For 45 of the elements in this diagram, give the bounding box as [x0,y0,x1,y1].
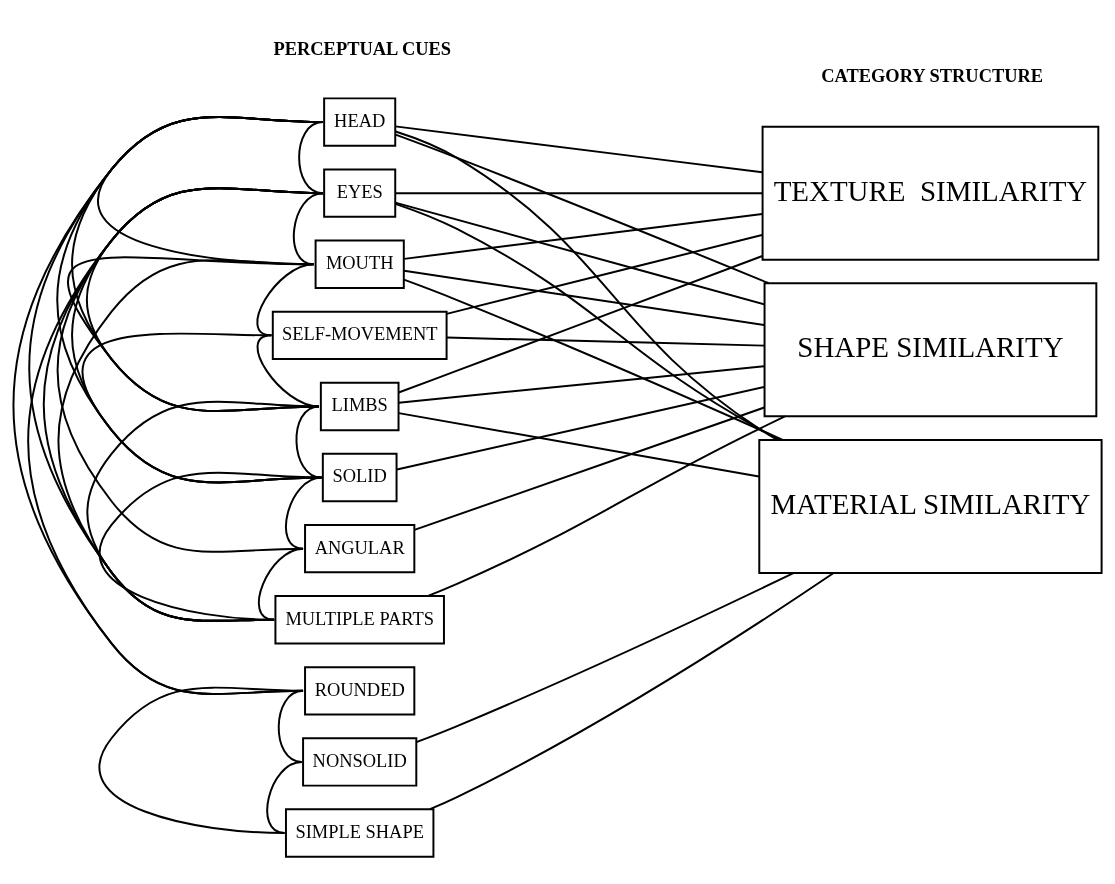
node-box: NONSOLID [302,737,418,787]
node-box: TEXTURE SIMILARITY [761,125,1100,261]
node-box: MATERIAL SIMILARITY [758,439,1103,574]
connector [397,365,766,404]
connector [266,760,303,834]
node-box: EYES [323,168,397,218]
node-box: MOUTH [314,239,405,289]
node-box: SIMPLE SHAPE [284,808,435,858]
node-box: MULTIPLE PARTS [274,595,445,645]
node-box: SOLID [321,452,398,503]
node-box: ROUNDED [304,666,416,716]
connector [403,213,764,260]
connector [394,133,770,285]
connector [396,385,766,471]
connector [394,130,779,441]
connector [397,412,760,478]
label: CATEGORY STRUCTURE [821,66,1044,87]
label: PERCEPTUAL CUES [273,38,452,59]
connector [415,572,795,744]
connector [403,278,784,441]
connector [397,255,764,394]
connector [427,415,786,597]
connector [413,406,766,531]
node-box: SHAPE SIMILARITY [763,282,1098,418]
connector [98,471,323,621]
node-box: SELF-MOVEMENT [271,310,448,361]
connector [429,572,835,811]
connector [295,405,323,479]
connector [394,192,764,195]
connector [257,547,305,621]
connector [445,336,766,347]
node-box: ANGULAR [304,523,416,574]
connector [12,116,324,695]
connector [403,269,766,326]
connector [394,125,764,174]
connector [394,202,781,441]
connector [98,686,305,834]
node-box: HEAD [323,97,397,147]
connector [27,187,324,695]
connector [394,201,766,306]
connector [57,259,315,622]
connector [82,332,323,484]
connector [445,234,764,315]
node-box: LIMBS [319,381,400,432]
connector [86,400,320,622]
